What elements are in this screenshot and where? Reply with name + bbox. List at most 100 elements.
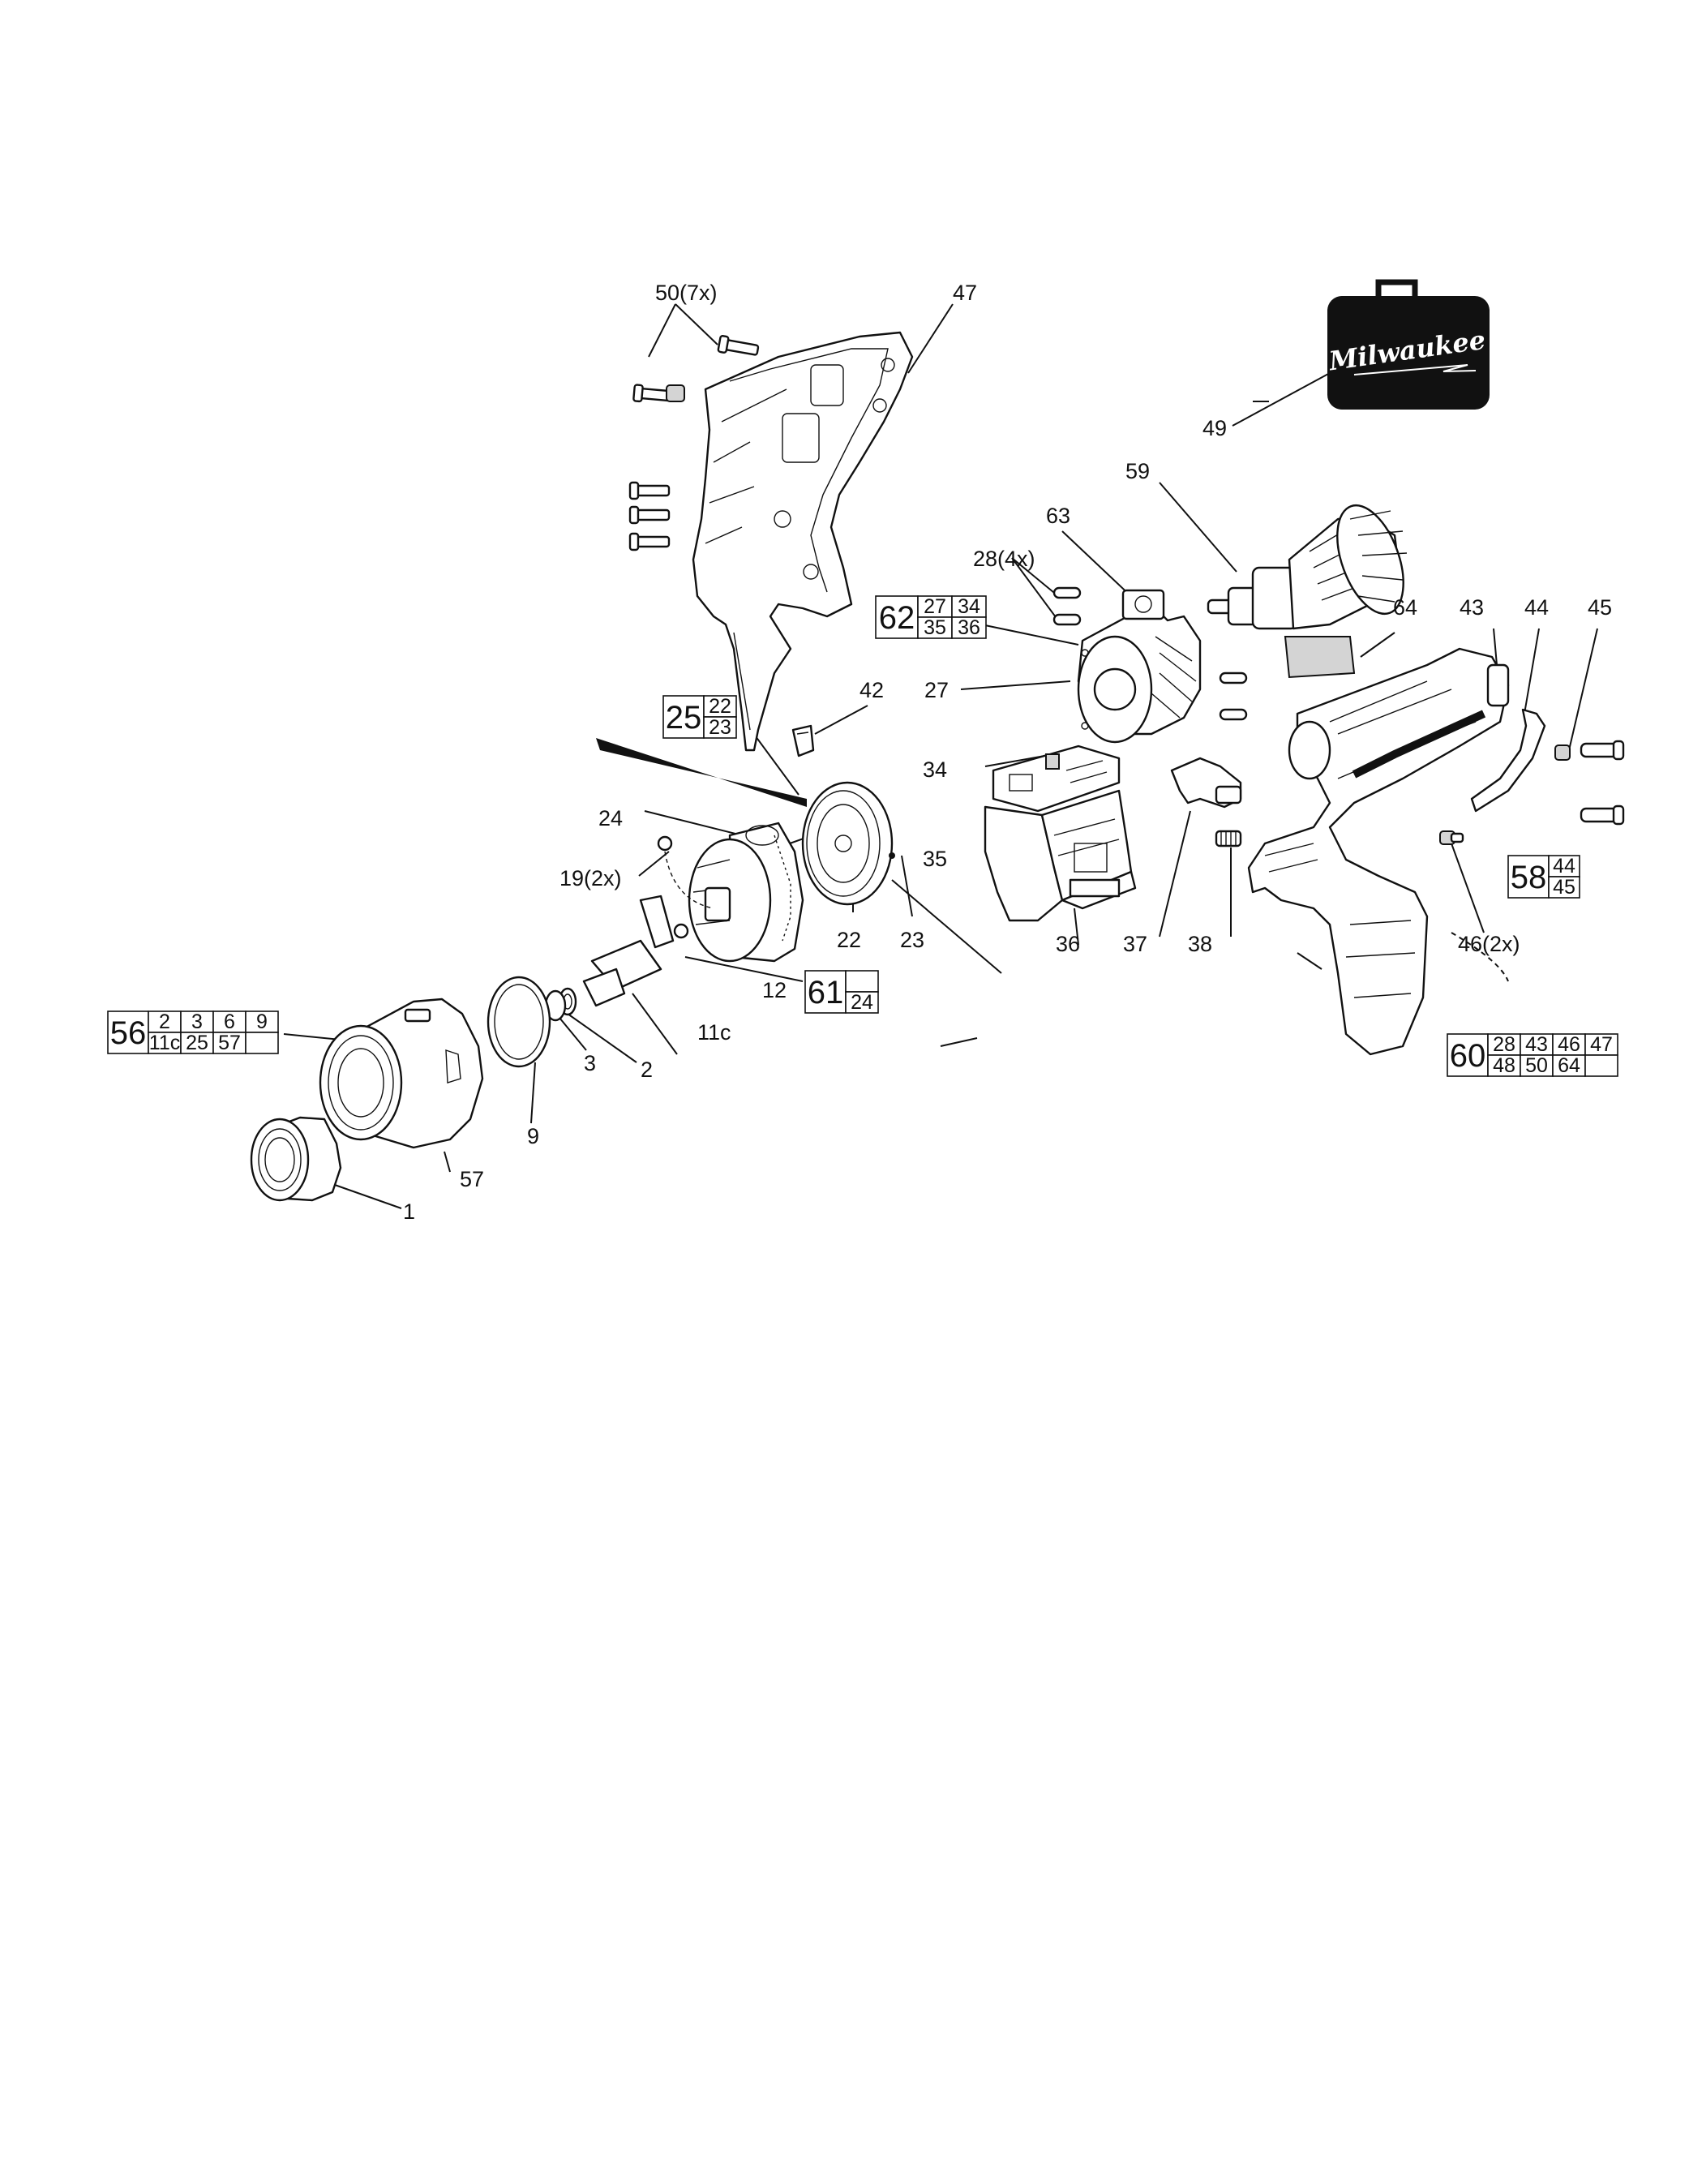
part-28-pins: [1052, 586, 1248, 721]
kit-cell-text: 6: [224, 1010, 235, 1033]
kit-cell: [1584, 1054, 1618, 1077]
label-38: 38: [1188, 932, 1212, 956]
part-45-screws: [1554, 740, 1625, 826]
label-43: 43: [1460, 595, 1484, 620]
kit-cell-text: 11c: [149, 1032, 180, 1054]
kit-cell: [917, 616, 953, 639]
label-23: 23: [900, 928, 924, 952]
part-1-nose-boot: [250, 1116, 342, 1202]
kit-box-62: 62 27 34 35 36: [875, 595, 987, 639]
kit-id-cell: [107, 1010, 149, 1054]
part-36-switch-base: [1061, 870, 1137, 910]
kit-id-text: 62: [879, 600, 915, 636]
label-35: 35: [923, 847, 947, 871]
part-49-case: Milwaukee: [1327, 279, 1490, 410]
label-46: 46(2x): [1458, 932, 1520, 956]
label-47: 47: [953, 281, 977, 305]
kit-cell-text: 27: [924, 595, 946, 618]
kit-box-61: 61 24: [804, 970, 879, 1014]
kit-cell-text: 45: [1553, 876, 1575, 899]
label-44: 44: [1524, 595, 1549, 620]
part-50-screws: [628, 335, 760, 551]
kit-id-text: 25: [666, 700, 702, 736]
part-63-motor-can: [1077, 589, 1202, 744]
part-44-belt-clip: [1470, 708, 1546, 813]
kit-cell: [951, 616, 987, 639]
kit-id-cell: [1447, 1033, 1489, 1077]
part-64-label: [1284, 636, 1356, 679]
part-47-housing-half: [692, 331, 914, 752]
kit-id-text: 60: [1450, 1038, 1486, 1074]
label-36: 36: [1056, 932, 1080, 956]
label-50: 50(7x): [655, 281, 718, 305]
kit-cell: [703, 716, 737, 739]
label-19: 19(2x): [559, 866, 622, 890]
kit-cell: [1584, 1033, 1618, 1056]
part-24-spring: [745, 825, 779, 846]
part-35-pack-housing: [984, 789, 1133, 922]
kit-cell-text: 34: [958, 595, 980, 618]
label-34: 34: [923, 757, 947, 782]
label-27: 27: [924, 678, 949, 702]
label-49: 49: [1202, 416, 1227, 440]
part-59-armature: [1207, 504, 1408, 630]
kit-cell-text: 46: [1558, 1033, 1580, 1056]
label-12: 12: [762, 978, 787, 1002]
kit-cell: [845, 991, 879, 1014]
part-9-oring: [487, 976, 551, 1068]
label-28: 28(4x): [973, 547, 1035, 571]
label-2: 2: [641, 1058, 653, 1082]
part-46-screw: [1439, 830, 1464, 845]
label-24: 24: [598, 806, 623, 830]
label-57: 57: [460, 1167, 484, 1191]
kit-box-60: 60 28 43 46 47 48 50 64: [1447, 1033, 1618, 1077]
part-19-balls: [657, 835, 714, 939]
label-9: 9: [527, 1124, 539, 1148]
kit-cell: [1520, 1054, 1554, 1077]
label-22: 22: [837, 928, 861, 952]
label-11c: 11c: [697, 1020, 731, 1045]
kit-cell-text: 44: [1553, 855, 1575, 877]
kit-cell-text: 43: [1525, 1033, 1548, 1056]
kit-id-cell: [1507, 855, 1550, 899]
kit-cell-text: 64: [1558, 1054, 1580, 1077]
kit-cell-text: 35: [924, 616, 946, 639]
kit-cell: [245, 1010, 279, 1033]
label-64: 64: [1393, 595, 1417, 620]
kit-cell-text: 57: [218, 1032, 241, 1054]
kit-cell-text: 9: [256, 1010, 268, 1033]
kit-id-text: 56: [110, 1015, 147, 1051]
pointer-wedge: [596, 738, 807, 807]
kit-cell-text: 28: [1493, 1033, 1515, 1056]
label-3: 3: [584, 1051, 596, 1075]
kit-cell-text: 47: [1590, 1033, 1613, 1056]
part-43-main-housing: [1247, 647, 1510, 1056]
part-23-gear-plate: [801, 781, 895, 906]
kit-cell-text: 3: [191, 1010, 203, 1033]
part-labels: 50(7x) 47 49 59 63 28(4x) 64 43 44 45 27…: [403, 281, 1612, 1224]
kit-cell: [148, 1032, 182, 1054]
label-63: 63: [1046, 504, 1070, 528]
part-37-trigger: [1170, 757, 1242, 809]
part-12-anvil: [582, 895, 675, 1007]
label-1: 1: [403, 1199, 415, 1224]
kit-cell-text: 50: [1525, 1054, 1548, 1077]
kit-cell-text: 25: [186, 1032, 208, 1054]
kit-id-text: 61: [808, 975, 844, 1010]
label-37: 37: [1123, 932, 1147, 956]
kit-cell-text: 24: [851, 991, 873, 1014]
label-59: 59: [1125, 459, 1150, 483]
kit-cell-text: 48: [1493, 1054, 1515, 1077]
part-42-contact: [791, 724, 815, 757]
label-42: 42: [860, 678, 884, 702]
part-34-circuit-board: [992, 744, 1121, 813]
part-61-hammer-assembly: [688, 822, 804, 963]
kit-id-cell: [804, 970, 847, 1014]
part-57-nose-housing: [319, 998, 484, 1149]
kit-cell-text: 36: [958, 616, 980, 639]
